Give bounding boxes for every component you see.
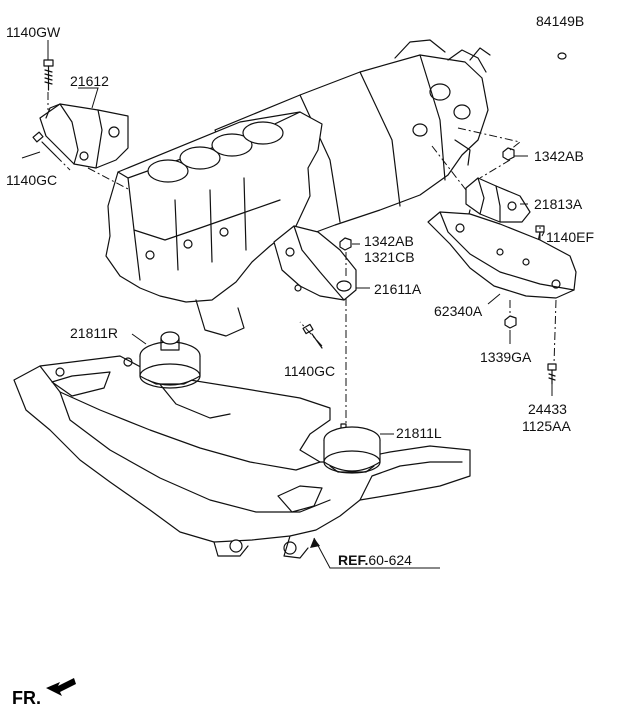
mount-21811l — [323, 423, 381, 474]
label-1342ab-mid: 1342AB — [364, 233, 414, 249]
label-84149b: 84149B — [536, 13, 585, 29]
leader-lines — [21, 40, 553, 569]
label-21813a: 21813A — [534, 196, 583, 212]
nut-1339ga — [504, 315, 517, 329]
reference-code: 60-624 — [368, 552, 412, 568]
bolt-1140gc-top — [32, 131, 57, 157]
label-21811r: 21811R — [70, 325, 119, 341]
bracket-21813a — [465, 177, 531, 223]
bolt-24433 — [547, 363, 557, 385]
label-1339ga: 1339GA — [480, 349, 532, 365]
label-1140gc-mid: 1140GC — [284, 363, 336, 379]
ref-arrowhead — [310, 538, 320, 548]
bolt-1140gc-mid — [302, 323, 323, 349]
bracket-21611a — [273, 225, 357, 301]
reference-prefix: REF. — [338, 552, 369, 568]
label-24433: 24433 — [528, 401, 567, 417]
mount-21811r — [139, 331, 201, 389]
label-1125aa: 1125AA — [522, 418, 571, 434]
label-1321cb: 1321CB — [364, 249, 415, 265]
subframe — [13, 355, 471, 559]
label-1140gw: 1140GW — [6, 24, 61, 40]
label-62340a: 62340A — [434, 303, 483, 319]
direction-label: FR. — [12, 688, 41, 708]
bolt-1140gw — [43, 59, 54, 91]
engine-block — [105, 111, 323, 337]
nut-1342ab-top — [502, 147, 515, 161]
bracket-21612 — [39, 103, 129, 169]
reference-label: REF.60-624 — [338, 552, 412, 568]
label-21811l: 21811L — [396, 425, 442, 441]
nut-1342ab-mid — [339, 237, 352, 251]
label-21611a: 21611A — [374, 281, 422, 297]
label-1140ef: 1140EF — [546, 229, 594, 245]
fr-arrow-icon — [46, 678, 76, 696]
crossmember-62340a — [427, 211, 577, 299]
install-lines — [47, 92, 557, 424]
label-1342ab-top: 1342AB — [534, 148, 584, 164]
label-21612: 21612 — [70, 73, 109, 89]
plug-84149b — [557, 52, 567, 60]
label-1140gc-top: 1140GC — [6, 172, 58, 188]
